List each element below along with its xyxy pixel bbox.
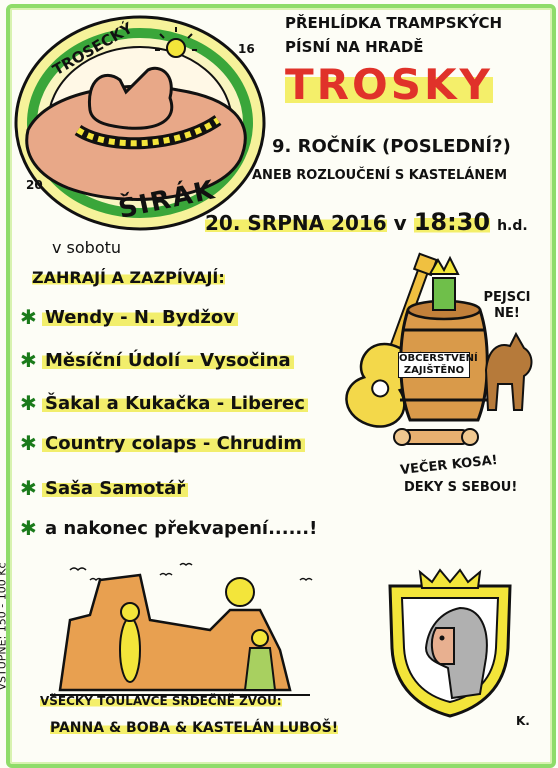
venue-title: TROSKY	[285, 60, 493, 109]
invite-line1: VŠECKY TOULAVCE SRDEČNĚ ZVOU:	[40, 694, 282, 708]
lineup-heading: ZAHRAJÍ A ZAZPÍVAJÍ:	[32, 268, 225, 287]
time-text: 18:30	[413, 208, 491, 236]
act-item: ✱Country colaps - Chrudim	[20, 431, 306, 455]
hat-badge-icon	[14, 15, 266, 231]
header-line2: PÍSNÍ NA HRADĚ	[285, 38, 424, 56]
act-item: ✱Saša Samotář	[20, 476, 189, 500]
time-suffix: h.d.	[497, 218, 528, 234]
act-item: ✱Wendy - N. Bydžov	[20, 305, 238, 329]
star-icon: ✱	[20, 305, 37, 329]
star-icon: ✱	[20, 476, 37, 500]
guitar-barrel-dog-icon	[345, 252, 533, 428]
signature: K.	[516, 714, 530, 728]
act-item: ✱a nakonec překvapení......!	[20, 516, 318, 540]
invite-line2: PANNA & BOBA & KASTELÁN LUBOŠ!	[50, 720, 339, 736]
star-icon: ✱	[20, 348, 37, 372]
blankets-text: DEKY S SEBOU!	[404, 480, 518, 495]
date-text: 20. SRPNA 2016	[205, 211, 387, 235]
date-line: 20. SRPNA 2016 v 18:30 h.d.	[205, 208, 528, 236]
entry-fee: VSTUPNÉ: 150 - 100 Kč	[0, 562, 9, 691]
logs-icon	[393, 428, 479, 446]
dog-bubble: PEJSCI NE!	[483, 290, 531, 321]
shield-portrait-icon	[388, 568, 512, 718]
edition-text: 9. ROČNÍK (POSLEDNÍ?)	[272, 136, 511, 157]
act-item: ✱Měsíční Údolí - Vysočina	[20, 348, 294, 372]
badge-year-right: 16	[238, 42, 255, 56]
badge-year-left: 20	[26, 178, 43, 192]
act-item: ✱Šakal a Kukačka - Liberec	[20, 391, 308, 415]
date-v: v	[393, 211, 407, 235]
star-icon: ✱	[20, 391, 37, 415]
weekday-text: v sobotu	[52, 238, 122, 257]
poster-border	[6, 4, 556, 768]
subtitle-text: ANEB ROZLOUČENÍ S KASTELÁNEM	[252, 168, 508, 183]
star-icon: ✱	[20, 516, 37, 540]
star-icon: ✱	[20, 431, 37, 455]
barrel-sign: OBČERSTVENÍ ZAJIŠTĚNO	[398, 352, 478, 378]
header-line1: PŘEHLÍDKA TRAMPSKÝCH	[285, 14, 503, 32]
castle-landscape-icon	[50, 562, 313, 696]
